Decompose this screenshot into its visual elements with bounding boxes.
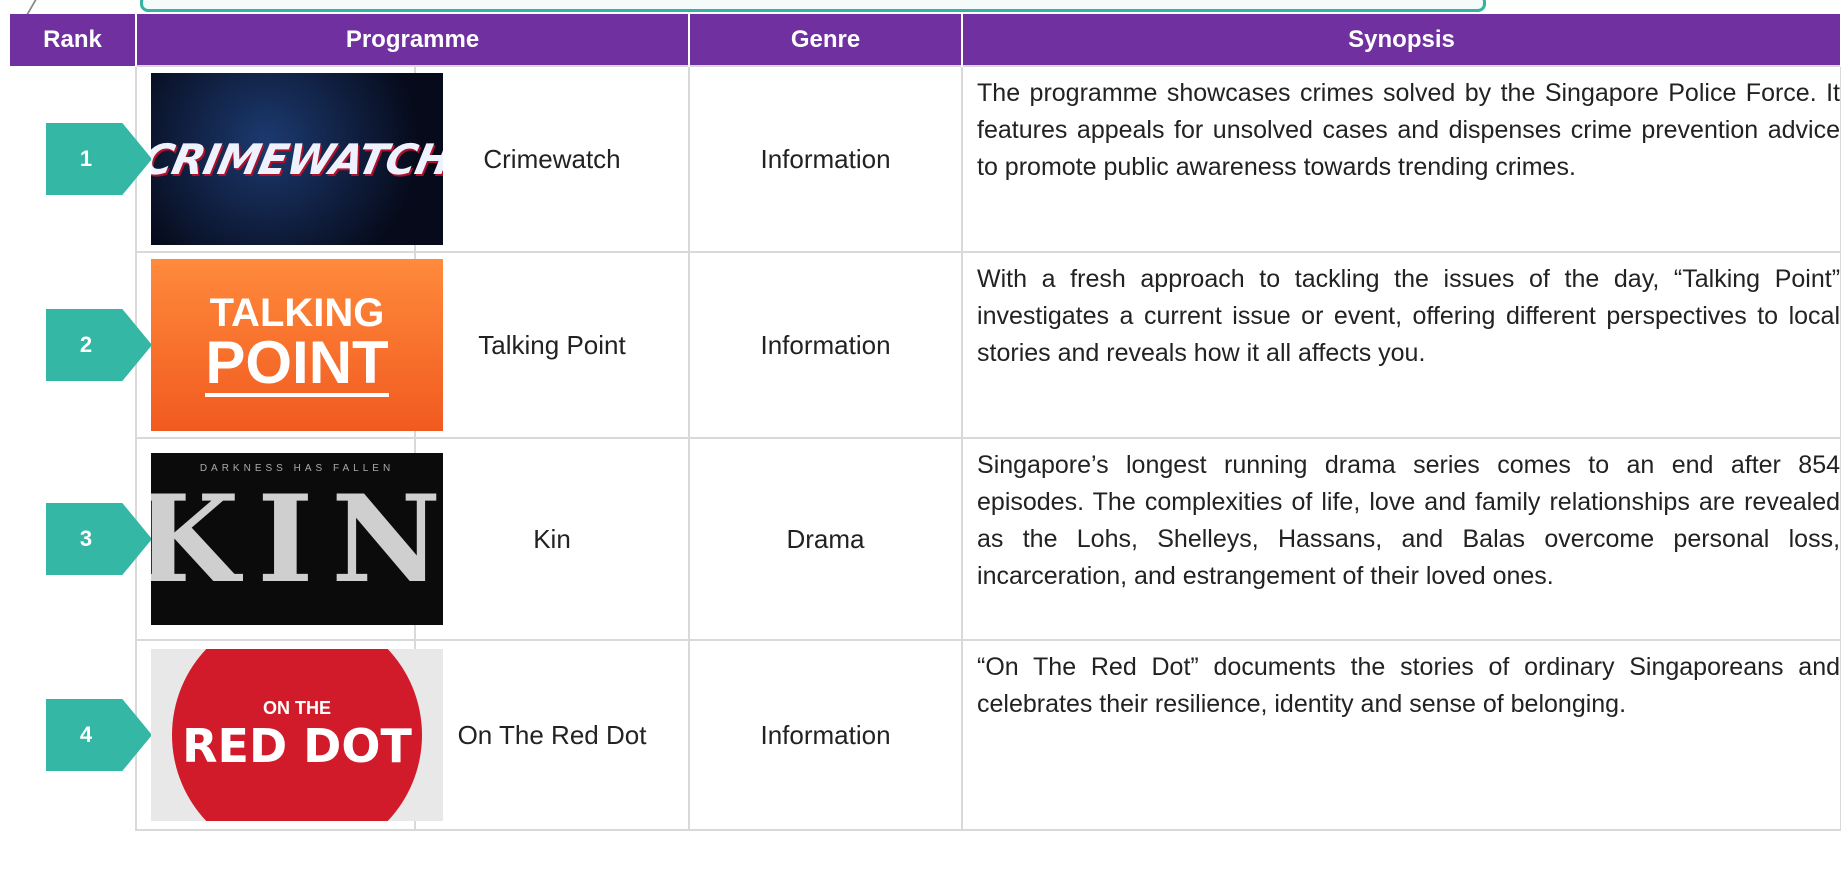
genre: Drama: [688, 437, 964, 641]
rank-cell: 2: [10, 252, 152, 438]
genre: Information: [688, 65, 964, 253]
thumbnail-tagline: DARKNESS HAS FALLEN: [199, 463, 395, 474]
thumbnail-logo-line1: TALKING: [209, 291, 385, 335]
thumbnail-logo-line2: POINT: [205, 329, 389, 397]
table-row: 3 DARKNESS HAS FALLEN KIN Kin Drama Sing…: [10, 437, 1841, 641]
programme-name: Crimewatch: [413, 65, 691, 253]
synopsis: With a fresh approach to tackling the is…: [961, 251, 1841, 439]
thumbnail-logo-small: ON THE: [262, 697, 331, 718]
header-programme: Programme: [136, 14, 691, 66]
programme-thumbnail-cell: TALKING POINT: [135, 251, 443, 439]
rank-cell: 4: [10, 640, 152, 830]
title-banner: [140, 0, 1486, 12]
synopsis: Singapore’s longest running drama series…: [961, 437, 1841, 641]
table-row: 2 TALKING POINT Talking Point Informatio…: [10, 251, 1841, 439]
genre: Information: [688, 251, 964, 439]
crimewatch-thumbnail: CRIMEWATCH: [151, 73, 443, 245]
table-row: 1 CRIMEWATCH Crimewatch Information The …: [10, 65, 1841, 253]
programme-name: Talking Point: [413, 251, 691, 439]
thumbnail-logo-text: CRIMEWATCH: [151, 134, 443, 184]
header-genre: Genre: [689, 14, 964, 66]
ranking-table: Rank Programme Genre Synopsis 1 CRIMEWAT…: [10, 14, 1841, 831]
thumbnail-logo-big: RED DOT: [182, 718, 412, 773]
programme-thumbnail-cell: ON THE RED DOT: [135, 639, 443, 831]
programme-thumbnail-cell: DARKNESS HAS FALLEN KIN: [135, 437, 443, 641]
synopsis: The programme showcases crimes solved by…: [961, 65, 1841, 253]
programme-name: Kin: [413, 437, 691, 641]
synopsis: “On The Red Dot” documents the stories o…: [961, 639, 1841, 831]
header-synopsis: Synopsis: [962, 14, 1841, 66]
programme-name: On The Red Dot: [413, 639, 691, 831]
header-rank: Rank: [10, 14, 137, 66]
genre: Information: [688, 639, 964, 831]
table-header-row: Rank Programme Genre Synopsis: [10, 14, 1841, 66]
talking-point-thumbnail: TALKING POINT: [151, 259, 443, 431]
rank-cell: 3: [10, 438, 152, 640]
kin-thumbnail: DARKNESS HAS FALLEN KIN: [151, 453, 443, 625]
table-row: 4 ON THE RED DOT On The Red Dot Informat…: [10, 639, 1841, 831]
on-the-red-dot-thumbnail: ON THE RED DOT: [151, 649, 443, 821]
programme-thumbnail-cell: CRIMEWATCH: [135, 65, 443, 253]
rank-cell: 1: [10, 66, 152, 252]
thumbnail-logo-text: KIN: [151, 468, 443, 610]
